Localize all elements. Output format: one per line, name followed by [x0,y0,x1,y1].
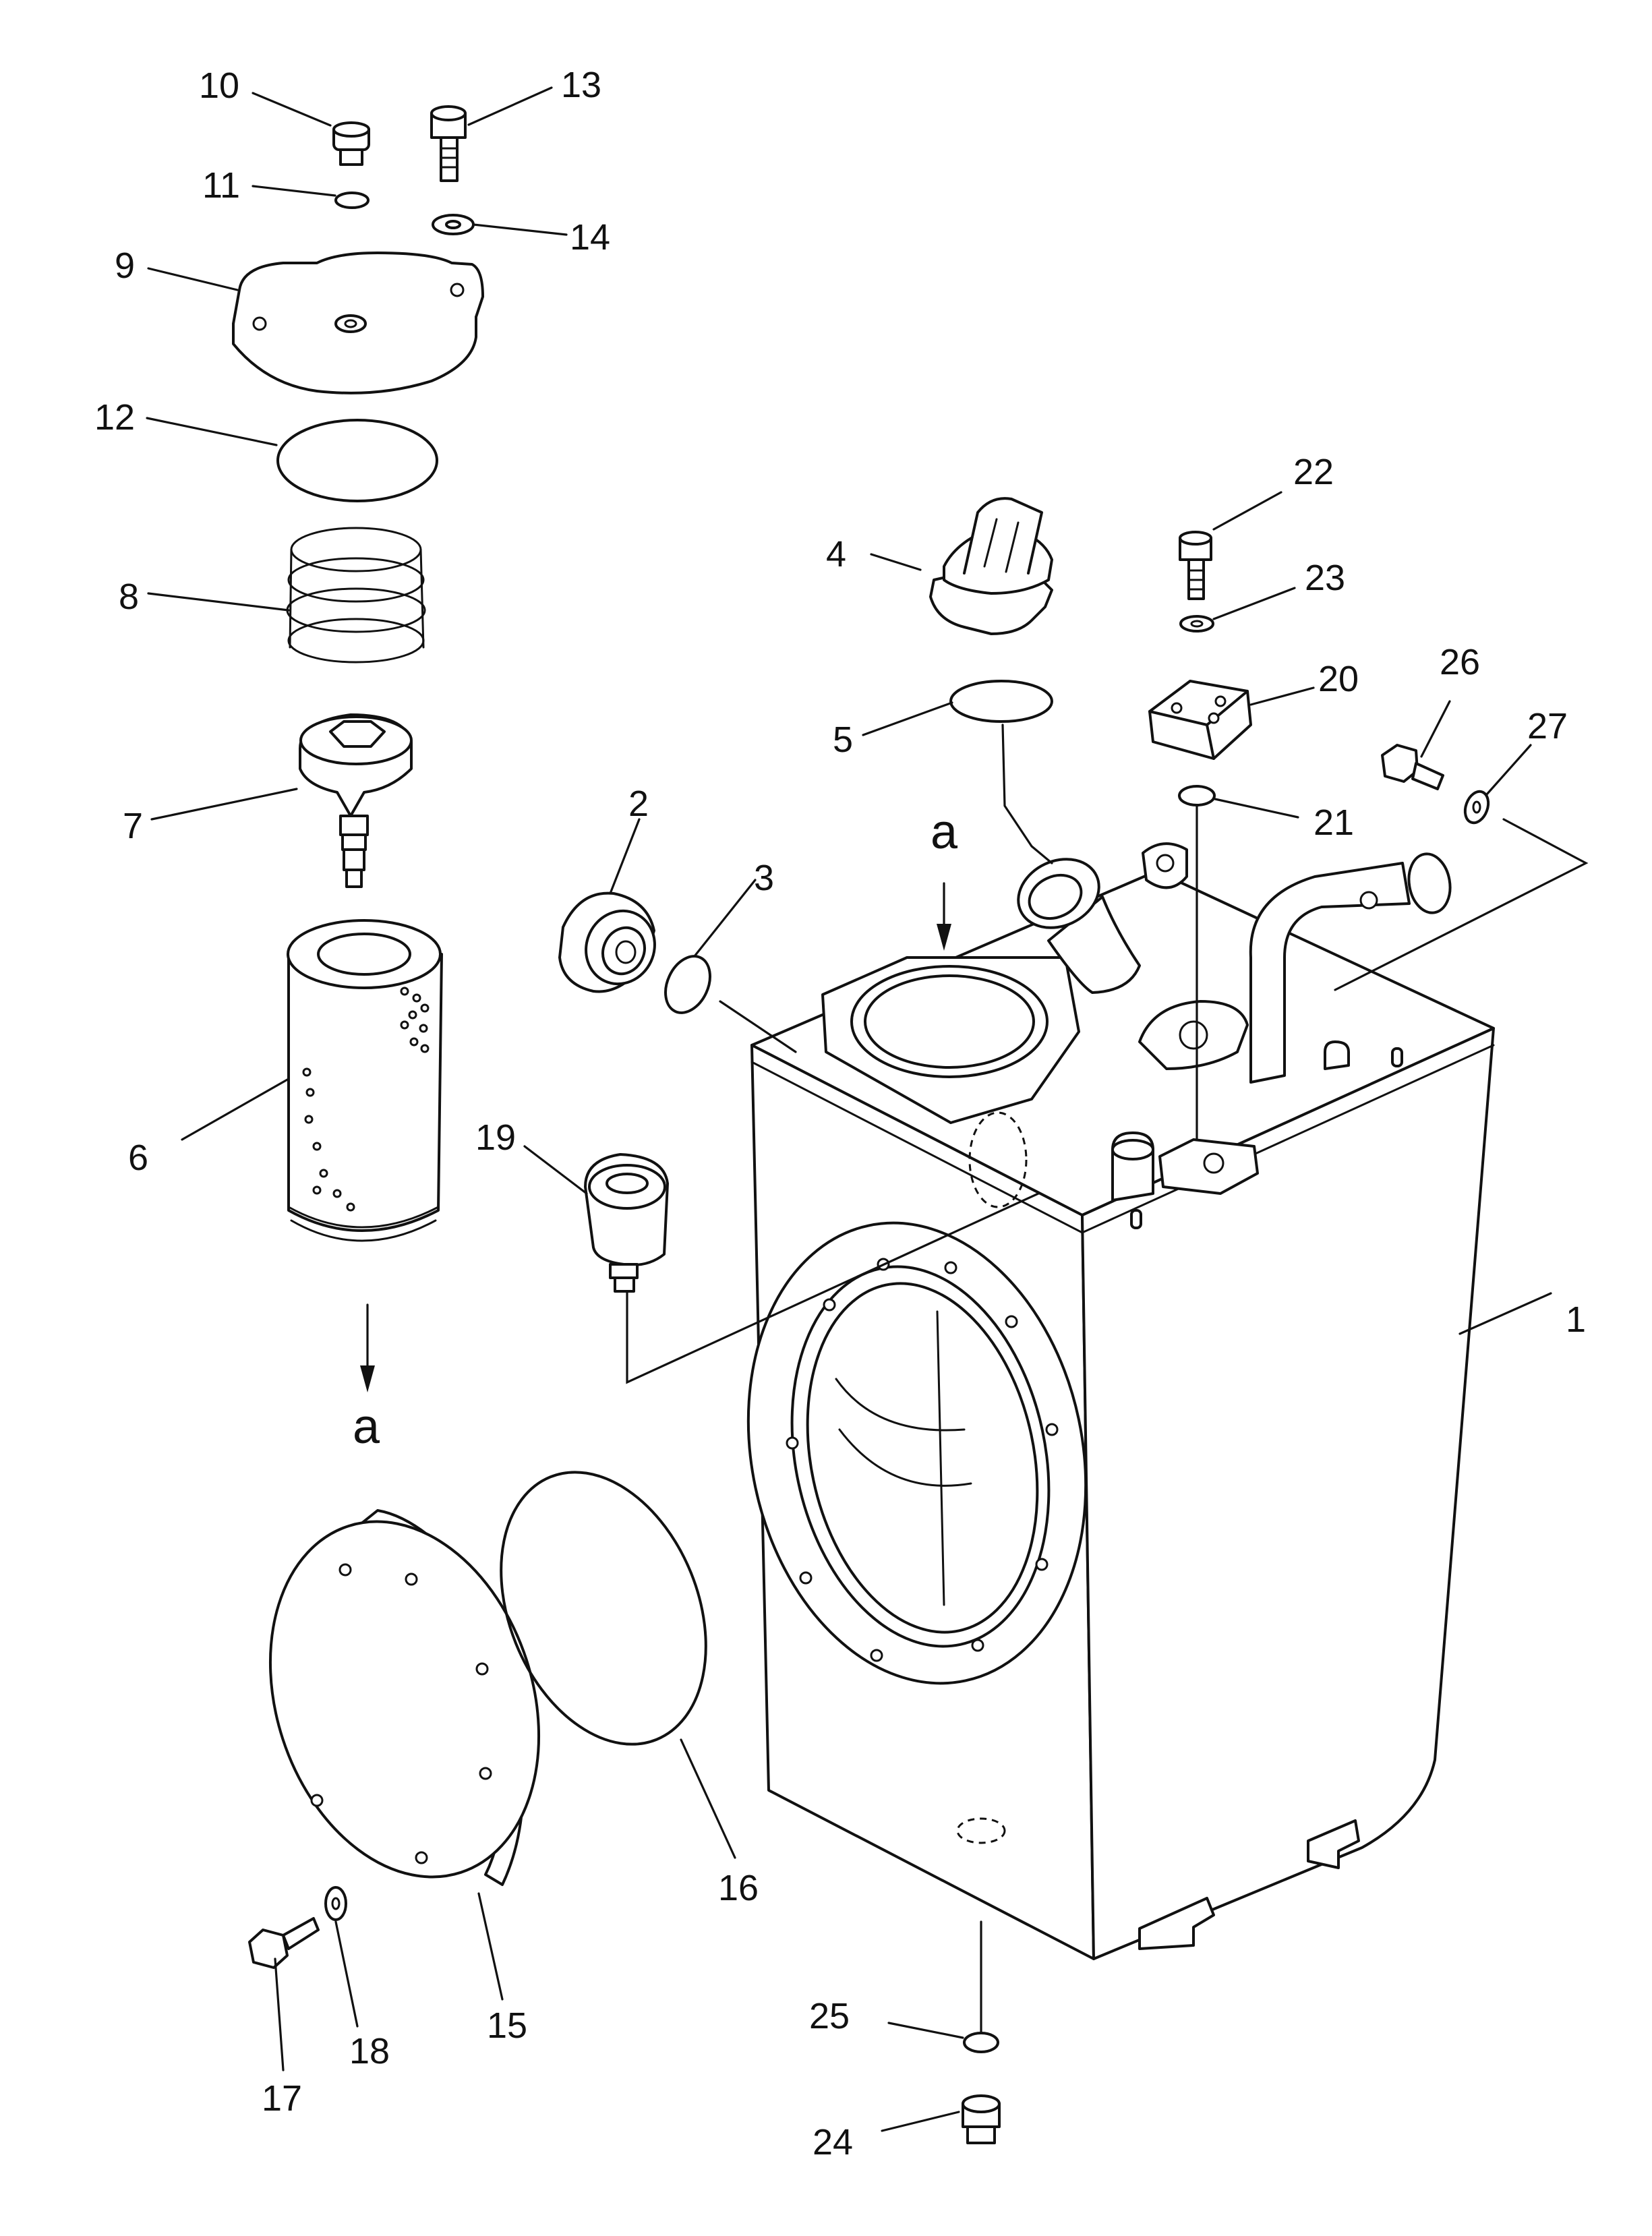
callout-4: 4 [826,534,846,575]
part-2-plug [558,891,656,993]
leader-23 [1212,587,1296,620]
leader-3-to-tank [719,1000,797,1053]
callout-19: 19 [475,1117,516,1158]
callout-14: 14 [570,217,610,258]
leader-20 [1249,686,1315,706]
leader-19-to-tank [626,1192,1040,1384]
callout-15: 15 [487,2005,527,2046]
leader-21 [1214,798,1299,819]
callout-25: 25 [809,1996,850,2036]
part-13-bolt [430,105,467,182]
callout-21: 21 [1314,802,1354,843]
part-6-filter-element [287,919,443,1242]
leader-12 [146,417,278,446]
part-18-washer [324,1886,347,1921]
leader-7 [150,788,298,821]
leader-4 [870,553,922,571]
callout-24: 24 [813,2122,853,2163]
part-15-cover-plate [268,1509,541,1886]
callout-6: 6 [128,1138,148,1178]
part-24-drain-plug [962,2094,1001,2144]
callout-23: 23 [1305,558,1345,598]
leader-8 [147,592,290,612]
leader-26-27-to-pipe [1334,818,1589,991]
reference-a-left: a [353,1400,380,1454]
callout-7: 7 [123,806,143,846]
leader-11 [252,185,336,197]
callout-13: 13 [561,65,601,105]
leader-5-to-neck [1001,724,1053,864]
callout-26: 26 [1440,642,1480,682]
part-21-o-ring [1178,785,1216,806]
part-12-o-ring [276,419,438,502]
callout-2: 2 [628,784,649,824]
callout-22: 22 [1293,452,1334,492]
part-14-washer [432,214,475,235]
callout-5: 5 [833,719,853,760]
part-5-o-ring [949,680,1053,723]
callout-17: 17 [262,2078,302,2119]
callout-10: 10 [199,65,239,106]
callout-11: 11 [202,165,240,206]
callout-16: 16 [718,1868,759,1908]
reference-arrow-left [360,1303,375,1392]
leader-26 [1420,700,1451,758]
callout-8: 8 [119,577,139,617]
leader-25 [887,2022,964,2039]
leader-18 [334,1920,359,2028]
callout-1: 1 [1566,1299,1586,1340]
part-20-block [1148,680,1252,760]
part-16-o-ring [500,1471,707,1746]
leader-19 [523,1145,588,1195]
part-11-o-ring [334,192,370,209]
part-19-sensor [584,1153,669,1293]
leader-2 [609,818,641,895]
part-3-o-ring [664,955,711,1014]
part-1-hydraulic-tank [746,842,1495,1960]
reference-a-top: a [931,805,958,859]
part-27-washer [1463,790,1490,825]
leader-3 [693,879,757,958]
leader-15 [477,1892,504,2001]
callout-3: 3 [754,858,774,898]
leader-16 [680,1738,736,1859]
callout-20: 20 [1318,659,1359,699]
leader-24 [881,2111,960,2132]
leader-14 [472,223,568,236]
leader-17 [274,1958,285,2071]
part-17-bolt [248,1917,320,1969]
leader-22 [1212,491,1282,531]
leader-6 [181,1078,290,1141]
callout-12: 12 [94,397,135,438]
part-25-o-ring [963,2032,999,2053]
leader-1 [1458,1292,1552,1335]
leader-5 [862,701,953,736]
part-4-filler-cap [929,497,1053,635]
callout-27: 27 [1527,706,1568,746]
part-22-bolt [1179,531,1212,600]
part-26-bolt [1381,744,1444,790]
arrow-a-top-head [937,924,951,951]
leader-27 [1485,744,1532,796]
part-8-spring [286,527,426,664]
leader-9 [147,267,239,291]
callout-18: 18 [349,2031,390,2071]
leader-10 [252,92,332,127]
part-9-cover [232,252,484,394]
part-10-plug [332,121,370,166]
part-23-washer [1179,615,1214,632]
callout-9: 9 [115,245,135,286]
part-7-valve [299,713,413,888]
leader-13 [467,86,553,126]
